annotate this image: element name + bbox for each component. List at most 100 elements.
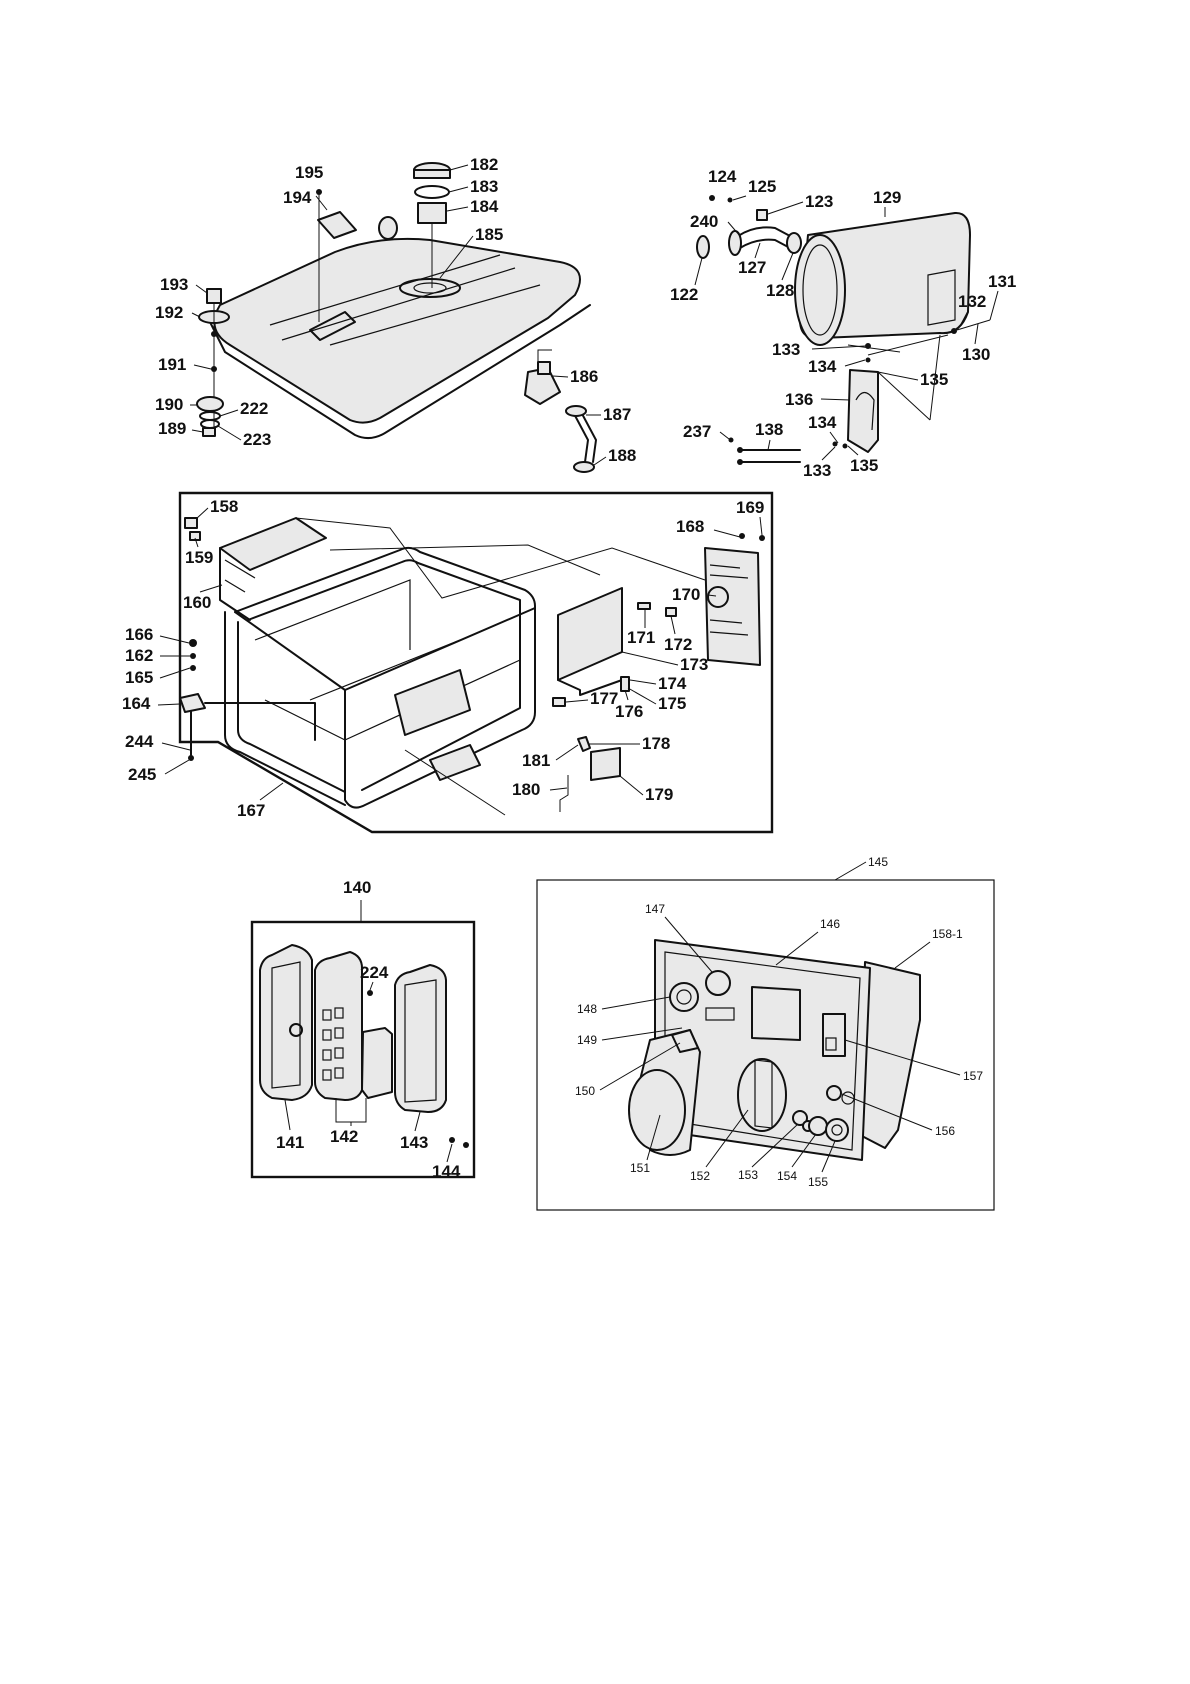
label-144: 144 xyxy=(432,1162,461,1181)
label-186: 186 xyxy=(570,367,598,386)
tube-frame xyxy=(234,546,536,809)
air-filter-cover xyxy=(394,964,447,1113)
pipe-flange xyxy=(728,230,742,256)
label-171: 171 xyxy=(627,628,655,647)
label-237: 237 xyxy=(683,422,711,441)
hour-meter xyxy=(705,970,731,996)
label-194: 194 xyxy=(283,188,312,207)
label-172: 172 xyxy=(664,635,692,654)
hose-clamp-top xyxy=(565,405,587,417)
label-173: 173 xyxy=(680,655,708,674)
label-165: 165 xyxy=(125,668,153,687)
label-147: 147 xyxy=(645,902,665,916)
control-box-bracket xyxy=(557,587,623,681)
label-124: 124 xyxy=(708,167,737,186)
label-129: 129 xyxy=(873,188,901,207)
top-cover-plate xyxy=(219,517,327,571)
label-192: 192 xyxy=(155,303,183,322)
label-140: 140 xyxy=(343,878,371,897)
label-155: 155 xyxy=(808,1175,828,1189)
label-157: 157 xyxy=(963,1069,983,1083)
label-151: 151 xyxy=(630,1161,650,1175)
label-143: 143 xyxy=(400,1133,428,1152)
label-135b: 135 xyxy=(850,456,878,475)
control-panel-group: 145 147 146 xyxy=(536,855,995,1211)
label-148: 148 xyxy=(577,1002,597,1016)
stud xyxy=(756,209,768,221)
label-244: 244 xyxy=(125,732,154,751)
label-133: 133 xyxy=(772,340,800,359)
label-176: 176 xyxy=(615,702,643,721)
label-175: 175 xyxy=(658,694,686,713)
label-135: 135 xyxy=(920,370,948,389)
label-142: 142 xyxy=(330,1127,358,1146)
label-245: 245 xyxy=(128,765,156,784)
label-131: 131 xyxy=(988,272,1016,291)
label-134b: 134 xyxy=(808,413,837,432)
label-167: 167 xyxy=(237,801,265,820)
label-191: 191 xyxy=(158,355,186,374)
circuit-breaker xyxy=(822,1013,846,1057)
selector-knob xyxy=(825,1118,849,1142)
label-190: 190 xyxy=(155,395,183,414)
mount-rubber xyxy=(196,396,224,412)
voltmeter xyxy=(751,986,801,1041)
label-166: 166 xyxy=(125,625,153,644)
label-158-1: 158-1 xyxy=(932,927,963,941)
exhaust-pipe xyxy=(737,226,791,237)
label-170: 170 xyxy=(672,585,700,604)
label-178: 178 xyxy=(642,734,670,753)
fuel-tank-flange xyxy=(207,304,591,439)
label-150: 150 xyxy=(575,1084,595,1098)
panel-plate xyxy=(704,547,761,666)
label-156: 156 xyxy=(935,1124,955,1138)
frame-group: 158 159 160 169 168 170 171 172 173 174 … xyxy=(122,491,774,834)
key-switch xyxy=(669,982,699,1012)
label-181: 181 xyxy=(522,751,550,770)
label-179: 179 xyxy=(645,785,673,804)
label-187: 187 xyxy=(603,405,631,424)
label-145: 145 xyxy=(868,855,888,869)
hose-clamp-bottom xyxy=(573,461,595,473)
tank-bolt xyxy=(206,288,222,304)
label-174: 174 xyxy=(658,674,687,693)
label-195: 195 xyxy=(295,163,323,182)
label-168: 168 xyxy=(676,517,704,536)
air-filter-base xyxy=(259,944,313,1101)
fuse-holder xyxy=(792,1110,808,1126)
label-154: 154 xyxy=(777,1169,797,1183)
label-153: 153 xyxy=(738,1168,758,1182)
fuel-gauge xyxy=(317,211,357,239)
label-240: 240 xyxy=(690,212,718,231)
foam-element xyxy=(361,1027,393,1099)
label-184: 184 xyxy=(470,197,499,216)
label-141: 141 xyxy=(276,1133,304,1152)
schuko-socket xyxy=(737,1058,787,1132)
label-123: 123 xyxy=(805,192,833,211)
fuel-gauge-window xyxy=(309,311,356,341)
muffler-end-cap xyxy=(794,234,846,346)
gauge-cap xyxy=(378,216,398,240)
ground-terminal xyxy=(179,693,206,713)
label-222: 222 xyxy=(240,399,268,418)
label-122: 122 xyxy=(670,285,698,304)
label-177: 177 xyxy=(590,689,618,708)
label-164: 164 xyxy=(122,694,151,713)
indicator-knob xyxy=(808,1116,828,1136)
label-193: 193 xyxy=(160,275,188,294)
label-223: 223 xyxy=(243,430,271,449)
label-134: 134 xyxy=(808,357,837,376)
label-182: 182 xyxy=(470,155,498,174)
label-158: 158 xyxy=(210,497,238,516)
filler-neck xyxy=(399,278,461,298)
label-183: 183 xyxy=(470,177,498,196)
exhaust-gasket xyxy=(696,235,710,259)
label-185: 185 xyxy=(475,225,503,244)
label-169: 169 xyxy=(736,498,764,517)
air-filter-element xyxy=(314,951,363,1101)
label-125: 125 xyxy=(748,177,776,196)
label-128: 128 xyxy=(766,281,794,300)
label-138: 138 xyxy=(755,420,783,439)
label-162: 162 xyxy=(125,646,153,665)
frame-box xyxy=(178,491,774,834)
